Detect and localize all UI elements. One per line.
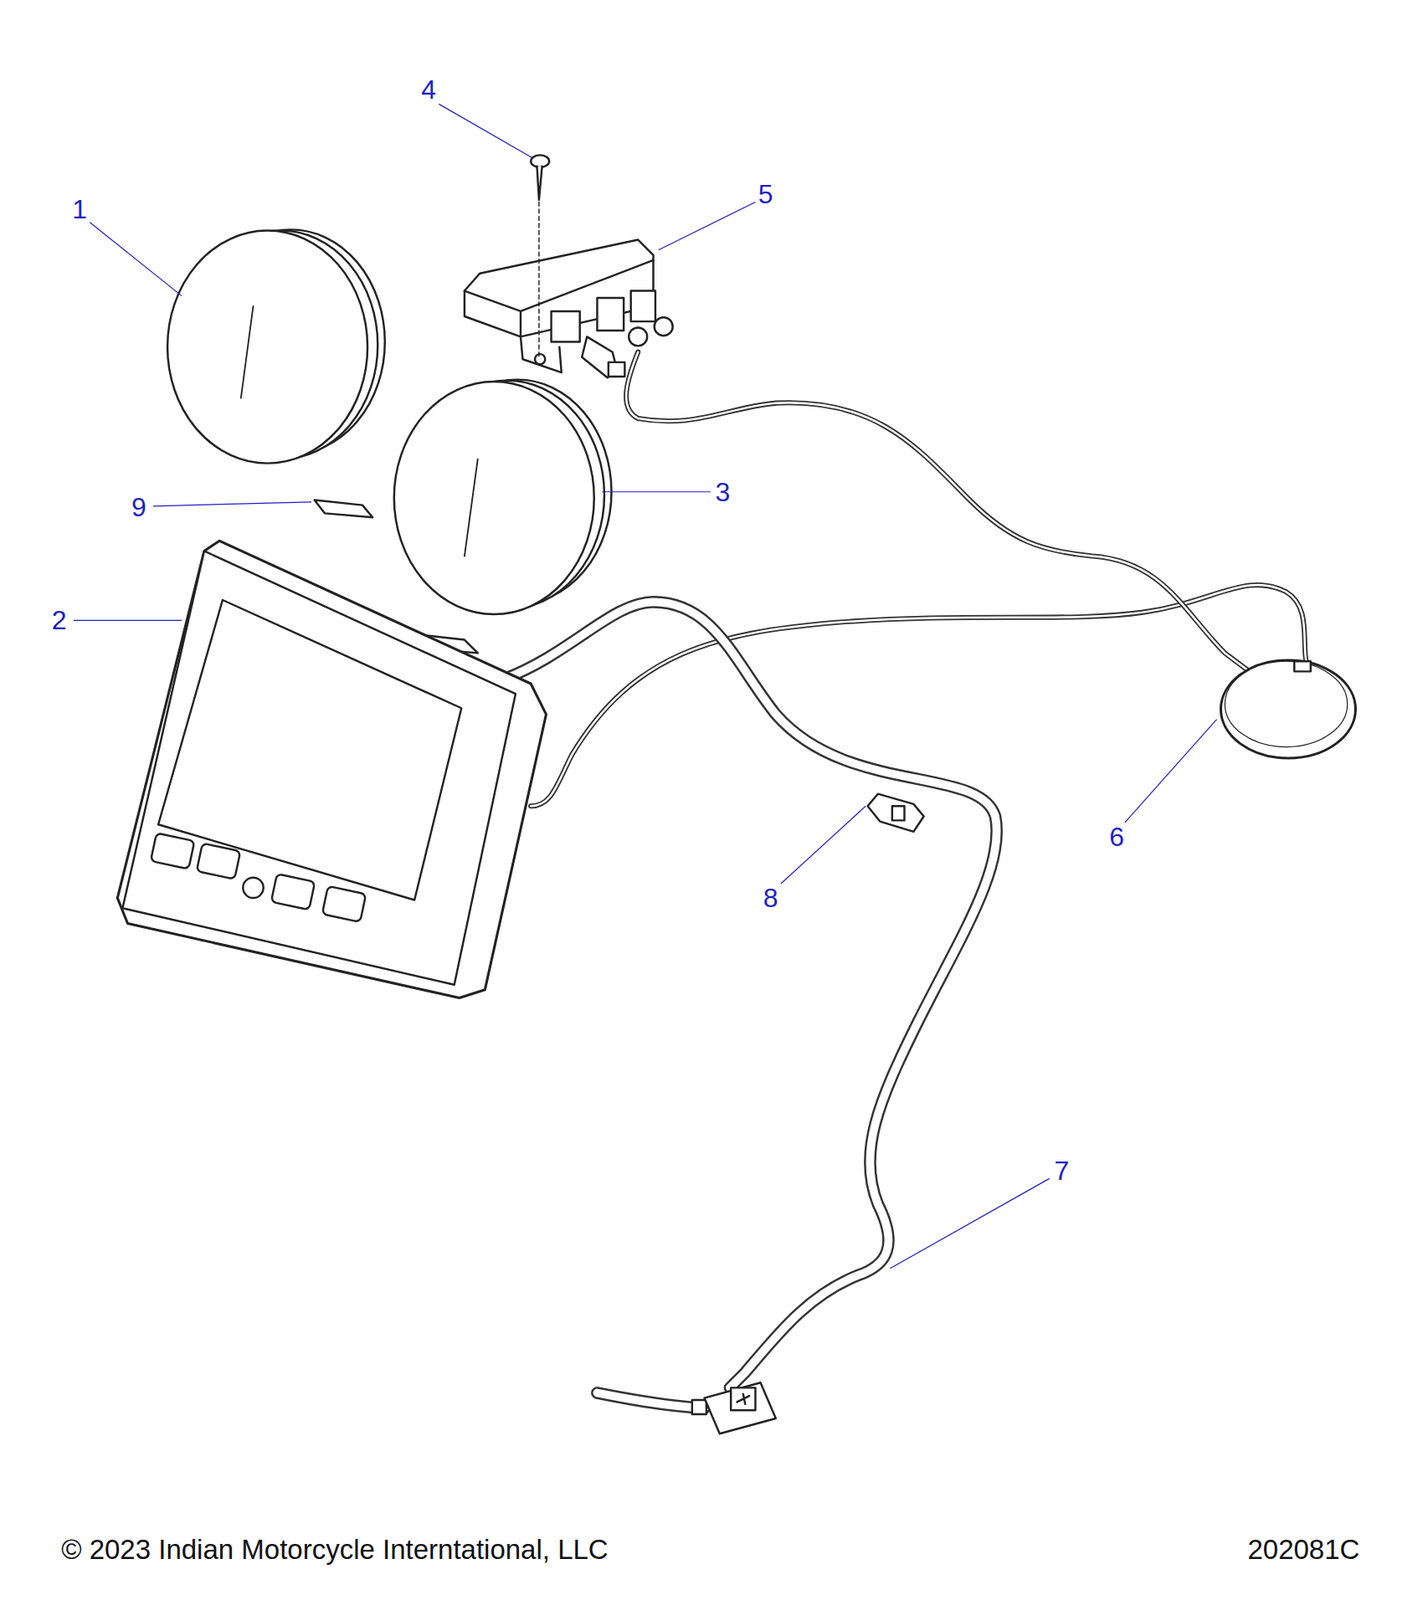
callout-number: 4 <box>421 76 437 103</box>
footer-text: 202081C <box>1247 1536 1360 1564</box>
callout-number: 7 <box>1053 1157 1069 1185</box>
connector-plug <box>868 794 925 833</box>
callout-number: 5 <box>758 180 774 208</box>
footer-text: © 2023 Indian Motorcycle Interntational,… <box>61 1536 609 1564</box>
screw <box>530 154 550 201</box>
leader-lines <box>73 103 1218 1269</box>
callout-number: 2 <box>51 606 67 634</box>
usb-harness <box>505 601 997 1388</box>
gps-antenna <box>1220 660 1356 759</box>
speedometer <box>167 229 386 463</box>
callout-number: 8 <box>763 884 779 912</box>
tachometer <box>394 380 612 615</box>
display-unit <box>117 540 546 998</box>
control-module <box>464 240 673 379</box>
callout-number: 6 <box>1109 823 1125 851</box>
callout-number: 1 <box>71 195 88 223</box>
usb-connector <box>692 1382 776 1434</box>
callout-number: 3 <box>715 478 731 506</box>
callout-number: 9 <box>131 493 147 521</box>
antenna-cable <box>530 585 1307 807</box>
